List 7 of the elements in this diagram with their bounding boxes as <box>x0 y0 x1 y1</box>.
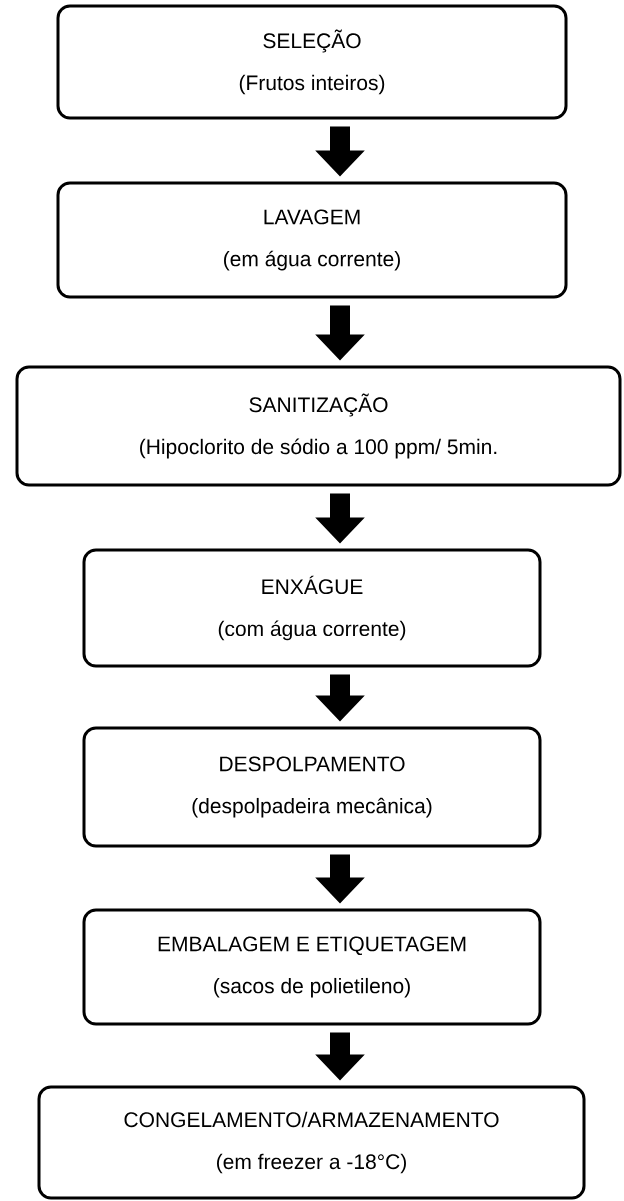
process-box: SANITIZAÇÃO (Hipoclorito de sódio a 100 ppm/ 5min. <box>15 365 622 487</box>
process-box: SELEÇÃO (Frutos inteiros) <box>56 4 568 120</box>
process-box: CONGELAMENTO/ARMAZENAMENTO (em freezer a -18°C) <box>37 1085 586 1200</box>
process-box: DESPOLPAMENTO (despolpadeira mecânica) <box>82 726 542 848</box>
process-box: EMBALAGEM E ETIQUETAGEM (sacos de polietileno) <box>82 908 542 1026</box>
process-box: LAVAGEM (em água corrente) <box>56 181 568 299</box>
process-box: ENXÁGUE (com água corrente) <box>82 548 542 668</box>
